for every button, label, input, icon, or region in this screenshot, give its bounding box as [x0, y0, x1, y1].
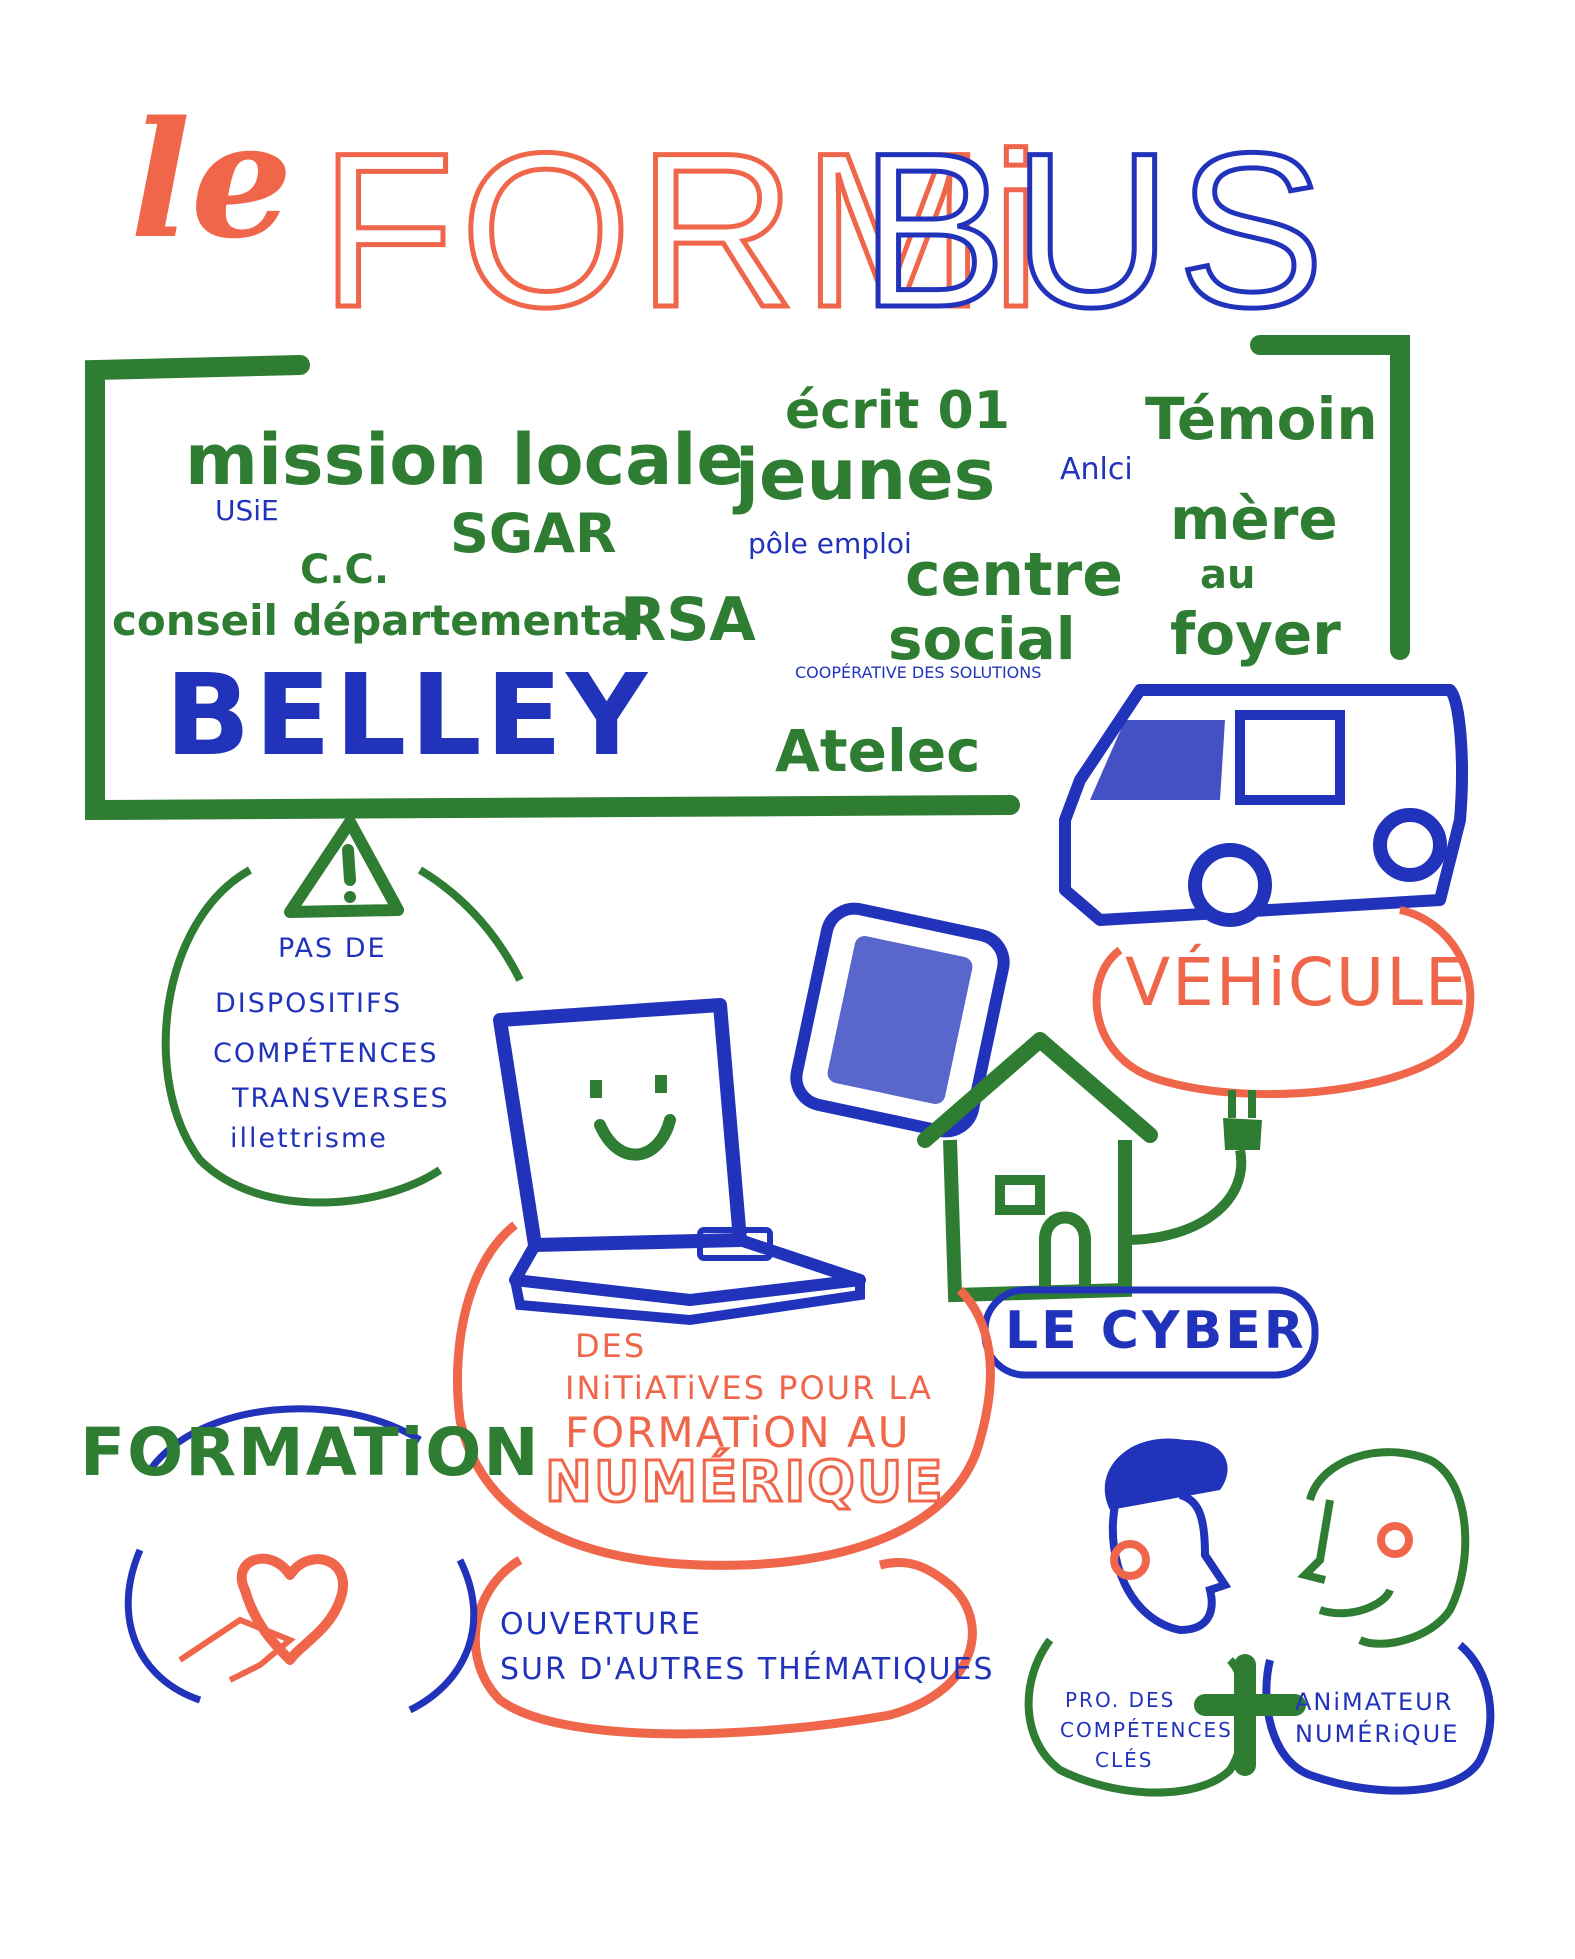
center-line-1: DES — [575, 1327, 647, 1365]
warning-line-5: illettrisme — [230, 1123, 388, 1154]
partner-mere: mère — [1170, 485, 1338, 553]
van-icon — [1059, 684, 1468, 927]
partner-atelec: Atelec — [775, 717, 981, 785]
partner-pole-emploi: pôle emploi — [748, 527, 912, 560]
people-bubble-right — [1262, 1641, 1495, 1795]
partner-conseil: conseil départemental — [112, 596, 644, 645]
warning-line-4: TRANSVERSES — [232, 1083, 450, 1114]
people-right-line-2: NUMÉRiQUE — [1295, 1720, 1460, 1748]
cyber-label: LE CYBER — [1005, 1301, 1307, 1361]
partner-sgar: SGAR — [450, 502, 617, 565]
formation-circle — [147, 1405, 422, 1473]
partner-au: au — [1200, 552, 1256, 598]
partner-foyer: foyer — [1170, 600, 1341, 668]
warning-circle — [161, 866, 443, 1207]
partner-mission-locale: mission locale — [185, 419, 744, 501]
partner-anlci: Anlci — [1060, 452, 1133, 487]
partner-usie: USiE — [215, 494, 279, 527]
ouverture-line-2: SUR D'AUTRES THÉMATIQUES — [500, 1652, 995, 1687]
plug-icon — [1124, 1090, 1262, 1245]
people-right-line-1: ANiMATEUR — [1295, 1688, 1454, 1716]
laptop-icon — [493, 998, 866, 1326]
partner-centre: centre — [905, 540, 1123, 610]
vehicule-ellipse — [1092, 906, 1475, 1099]
warning-icon — [284, 816, 404, 918]
partner-social: social — [888, 605, 1076, 673]
partner-cc: C.C. — [300, 547, 390, 593]
ouverture-bubble — [470, 1556, 977, 1739]
plus-icon — [1194, 1654, 1306, 1776]
partner-ecrit01: écrit 01 — [785, 381, 1010, 441]
center-line-3: FORMATiON AU — [565, 1408, 911, 1457]
partner-belley: BELLEY — [165, 651, 652, 781]
people-left-line-1: PRO. DES — [1065, 1688, 1176, 1712]
tablet-icon — [790, 902, 1010, 1138]
heart-hand-icon — [178, 1553, 348, 1683]
title-formi: FORMi — [318, 107, 1047, 353]
warning-line-1: PAS DE — [278, 933, 387, 964]
title-le: le — [130, 86, 293, 274]
partners-frame — [85, 335, 1410, 821]
ouverture-line-1: OUVERTURE — [500, 1607, 702, 1642]
formation-label: FORMATiON — [80, 1414, 541, 1491]
center-line-4: NUMÉRIQUE — [544, 1450, 945, 1515]
partner-temoin: Témoin — [1145, 385, 1378, 453]
partner-cooperative: COOPÉRATIVE DES SOLUTIONS — [795, 663, 1042, 682]
center-bubble — [453, 1221, 995, 1570]
partner-rsa: RSA — [620, 585, 756, 655]
partner-jeunes: jeunes — [735, 434, 996, 516]
people-left-line-3: CLÉS — [1095, 1748, 1154, 1772]
vehicule-label: VÉHiCULE — [1125, 944, 1469, 1021]
person-icon-2 — [1297, 1448, 1470, 1648]
center-line-2: INiTiATiVES POUR LA — [565, 1369, 933, 1407]
title-bus: BUS — [857, 107, 1331, 353]
people-left-line-2: COMPÉTENCES — [1060, 1718, 1233, 1742]
house-icon — [917, 1032, 1158, 1303]
warning-line-3: COMPÉTENCES — [213, 1038, 439, 1069]
person-icon — [1104, 1438, 1232, 1635]
warning-line-2: DISPOSITIFS — [215, 988, 403, 1019]
